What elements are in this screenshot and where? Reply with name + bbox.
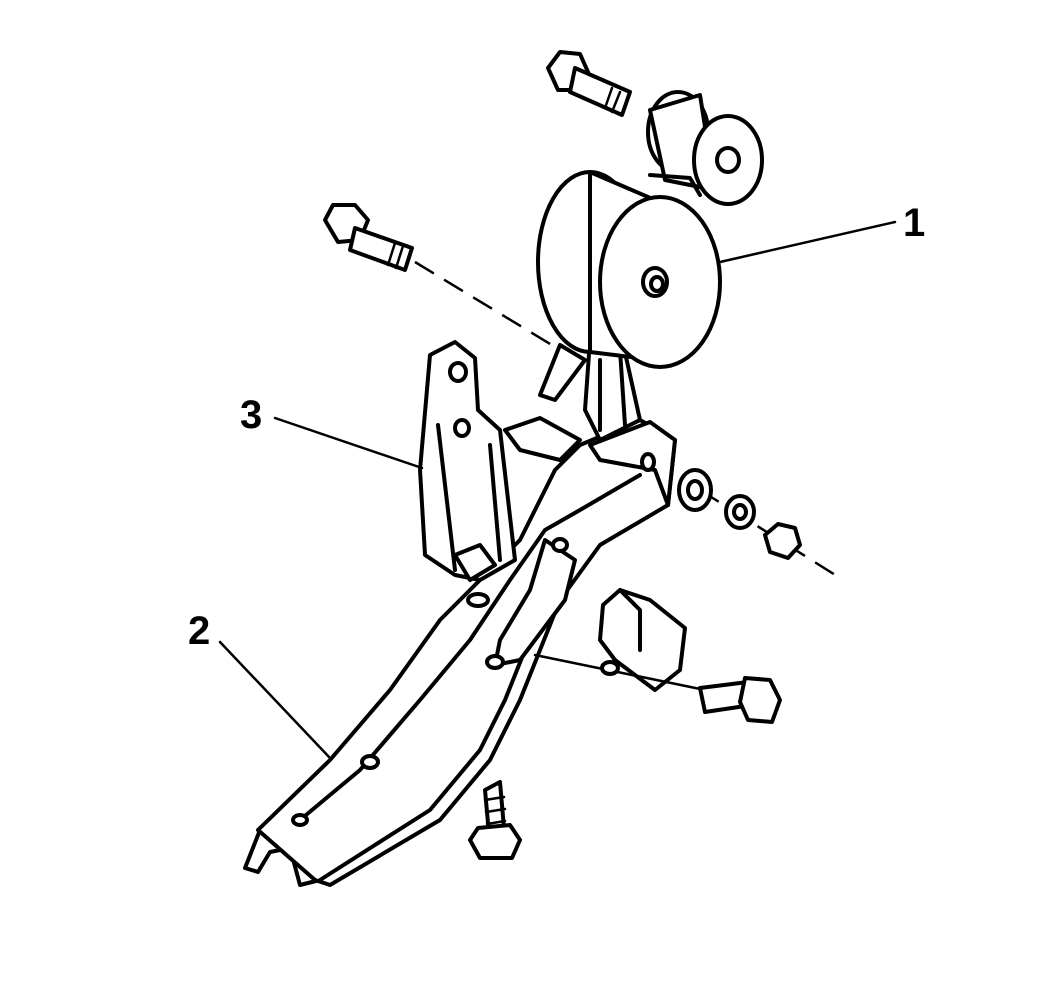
bolt-bottom xyxy=(468,780,522,860)
lower-bracket xyxy=(243,418,677,887)
bolt-top xyxy=(546,50,632,117)
leader-lines xyxy=(218,220,897,760)
callout-3: 3 xyxy=(240,393,262,437)
pulley-idler xyxy=(646,90,764,206)
hardware-clip xyxy=(533,588,782,724)
callout-1: 1 xyxy=(903,201,925,245)
hardware-right xyxy=(677,468,802,560)
pulley-main xyxy=(536,170,722,369)
callout-2: 2 xyxy=(188,609,210,653)
upper-bracket xyxy=(418,340,587,608)
bolt-left xyxy=(323,203,414,272)
